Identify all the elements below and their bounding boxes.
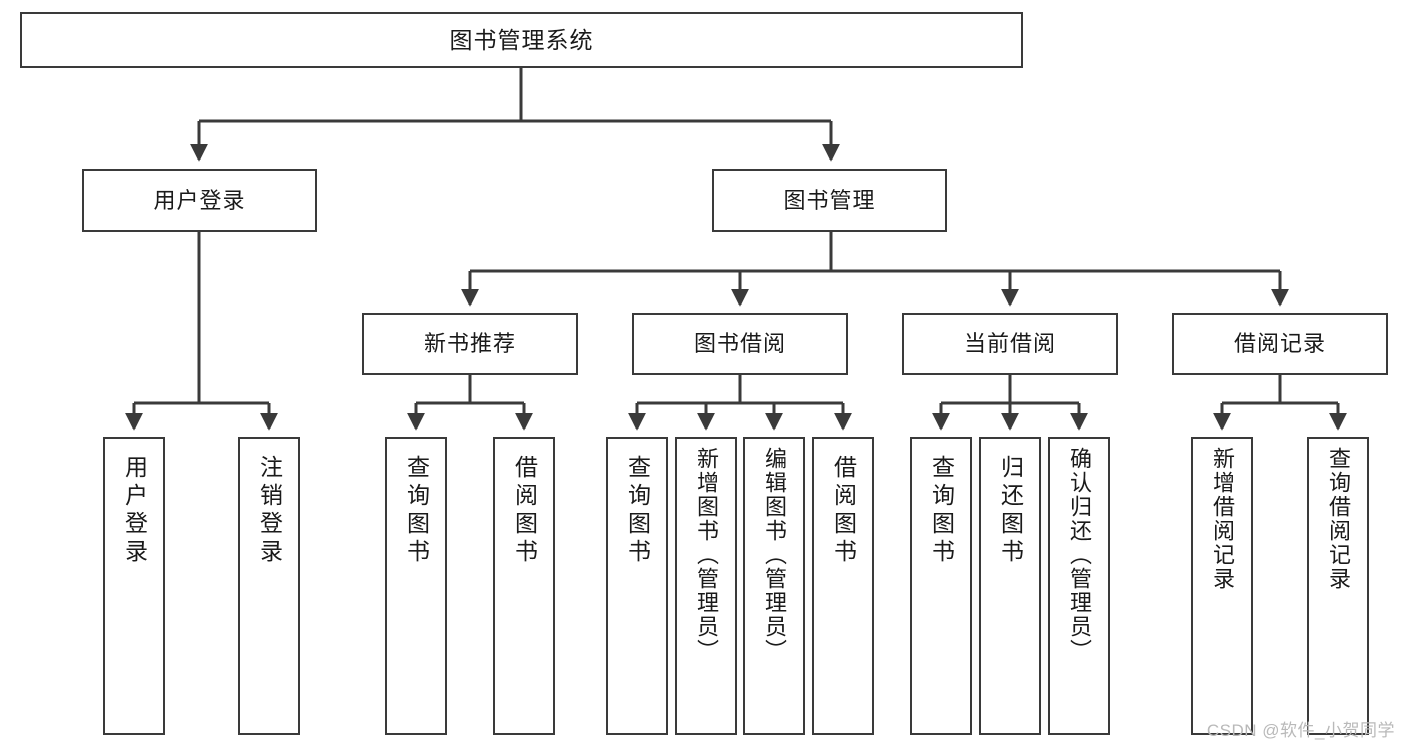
leaf-new-book-query-book[interactable]: 查询图书 xyxy=(385,437,447,735)
leaf-current-borrow-query-book[interactable]: 查询图书 xyxy=(910,437,972,735)
leaf-user-login-logout[interactable]: 注销登录 xyxy=(238,437,300,735)
node-user-login[interactable]: 用户登录 xyxy=(82,169,317,232)
node-label: 新书推荐 xyxy=(423,331,516,357)
leaf-new-book-borrow-book[interactable]: 借阅图书 xyxy=(493,437,555,735)
node-label: 借阅图书 xyxy=(830,455,857,567)
node-label: 新增图书（管理员） xyxy=(694,447,719,663)
leaf-book-borrow-edit-book-admin[interactable]: 编辑图书（管理员） xyxy=(743,437,805,735)
node-root-book-management-system[interactable]: 图书管理系统 xyxy=(20,12,1023,68)
node-borrow-records[interactable]: 借阅记录 xyxy=(1172,313,1388,375)
node-label: 借阅记录 xyxy=(1233,331,1326,357)
node-label: 确认归还（管理员） xyxy=(1067,447,1092,663)
node-label: 当前借阅 xyxy=(963,331,1056,357)
node-label: 借阅图书 xyxy=(511,455,538,567)
node-label: 图书管理 xyxy=(783,187,876,213)
leaf-book-borrow-add-book-admin[interactable]: 新增图书（管理员） xyxy=(675,437,737,735)
node-label: 查询图书 xyxy=(624,455,651,567)
node-label: 注销登录 xyxy=(256,455,283,567)
node-label: 用户登录 xyxy=(121,455,148,567)
node-label: 查询图书 xyxy=(403,455,430,567)
node-label: 归还图书 xyxy=(997,455,1024,567)
node-book-management[interactable]: 图书管理 xyxy=(712,169,947,232)
leaf-current-borrow-return-book[interactable]: 归还图书 xyxy=(979,437,1041,735)
node-new-book-recommend[interactable]: 新书推荐 xyxy=(362,313,578,375)
node-label: 图书借阅 xyxy=(693,331,786,357)
node-label: 图书管理系统 xyxy=(449,26,594,53)
node-label: 查询借阅记录 xyxy=(1326,447,1351,591)
node-label: 新增借阅记录 xyxy=(1210,447,1235,591)
node-label: 用户登录 xyxy=(153,187,246,213)
leaf-user-login-login[interactable]: 用户登录 xyxy=(103,437,165,735)
leaf-book-borrow-borrow-book[interactable]: 借阅图书 xyxy=(812,437,874,735)
node-book-borrow[interactable]: 图书借阅 xyxy=(632,313,848,375)
node-current-borrow[interactable]: 当前借阅 xyxy=(902,313,1118,375)
leaf-borrow-records-query-record[interactable]: 查询借阅记录 xyxy=(1307,437,1369,735)
csdn-watermark: CSDN @软件_小贺同学 xyxy=(1206,721,1395,740)
leaf-current-borrow-confirm-return-admin[interactable]: 确认归还（管理员） xyxy=(1048,437,1110,735)
leaf-book-borrow-query-book[interactable]: 查询图书 xyxy=(606,437,668,735)
node-label: 查询图书 xyxy=(928,455,955,567)
leaf-borrow-records-add-record[interactable]: 新增借阅记录 xyxy=(1191,437,1253,735)
node-label: 编辑图书（管理员） xyxy=(762,447,787,663)
